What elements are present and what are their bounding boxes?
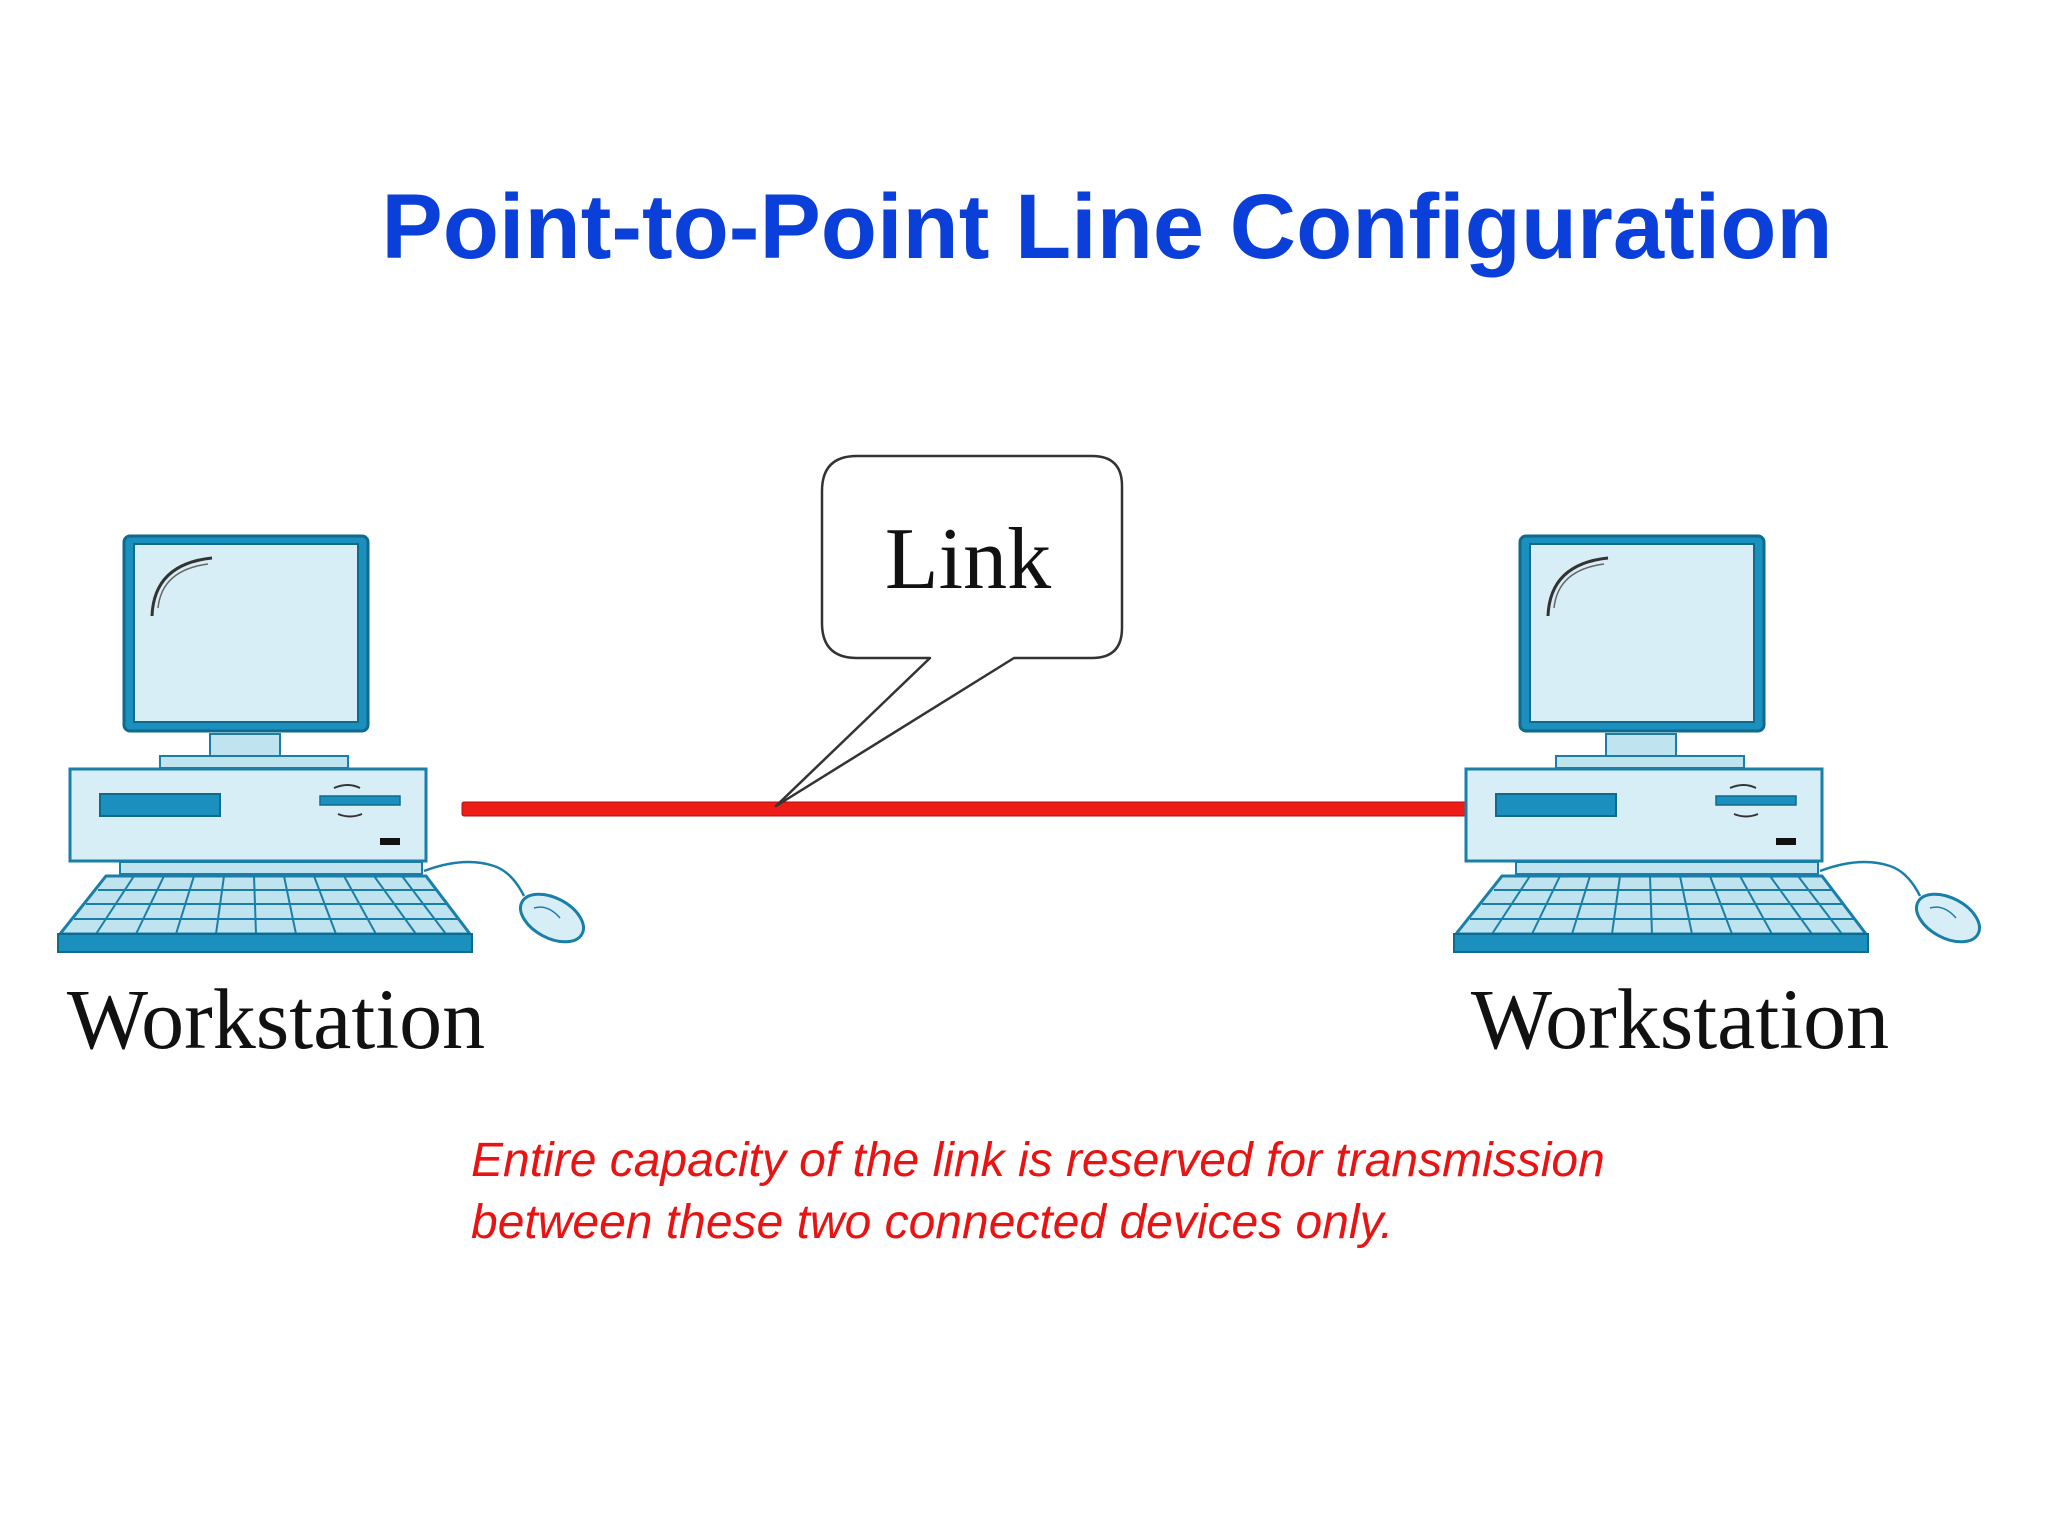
workstation-left-label: Workstation — [67, 971, 485, 1067]
slide-title: Point-to-Point Line Configuration — [381, 176, 1833, 278]
link-label: Link — [885, 511, 1051, 608]
workstation-right-label: Workstation — [1471, 971, 1889, 1067]
caption: Entire capacity of the link is reserved … — [471, 1130, 1771, 1254]
computer-icon — [56, 534, 593, 954]
computer-icon — [1452, 534, 1989, 954]
caption-line-2: between these two connected devices only… — [471, 1196, 1394, 1249]
workstation-right: Workstation — [1452, 534, 1989, 1067]
workstation-left: Workstation — [56, 534, 593, 1067]
link-line — [461, 801, 1495, 817]
caption-line-1: Entire capacity of the link is reserved … — [471, 1134, 1605, 1187]
link-callout: Link — [774, 454, 1124, 808]
